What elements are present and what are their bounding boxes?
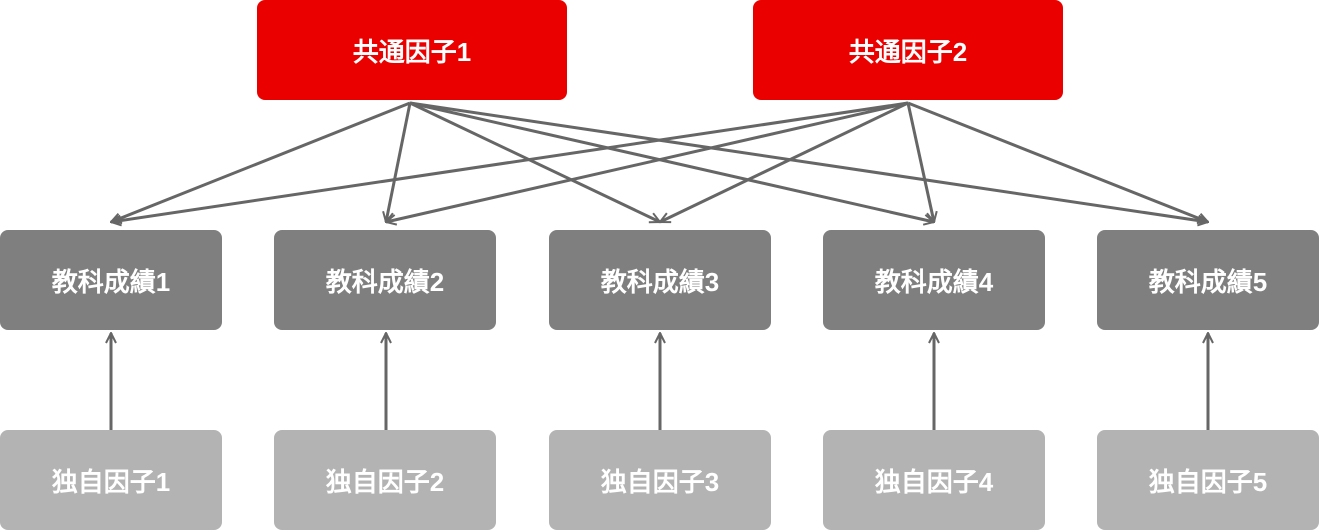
unique-factor-1: 独自因子1 (0, 430, 222, 530)
common-factor-2: 共通因子2 (753, 0, 1063, 100)
subject-score-1: 教科成績1 (0, 230, 222, 330)
common-factor-1: 共通因子1 (257, 0, 567, 100)
subject-score-5: 教科成績5 (1097, 230, 1319, 330)
arrow-common2-to-subject3 (660, 101, 909, 224)
subject-score-label: 教科成績4 (874, 266, 994, 297)
subject-score-2: 教科成績2 (274, 230, 496, 330)
unique-factor-label: 独自因子2 (325, 466, 445, 497)
arrow-common2-to-subject2 (386, 101, 909, 222)
unique-factor-label: 独自因子3 (600, 466, 720, 497)
subject-score-label: 教科成績1 (51, 266, 171, 297)
subject-score-label: 教科成績2 (325, 266, 445, 297)
unique-factor-4: 独自因子4 (823, 430, 1045, 530)
unique-factor-2: 独自因子2 (274, 430, 496, 530)
unique-factor-label: 独自因子1 (51, 466, 171, 497)
arrow-common2-to-subject4 (906, 102, 934, 222)
unique-factor-5: 独自因子5 (1097, 430, 1319, 530)
arrow-common1-to-subject4 (409, 101, 934, 222)
arrow-common1-to-subject3 (409, 101, 660, 224)
subject-score-label: 教科成績3 (600, 266, 720, 297)
subject-score-4: 教科成績4 (823, 230, 1045, 330)
unique-factor-label: 独自因子5 (1148, 466, 1268, 497)
arrow-common1-to-subject5 (409, 101, 1208, 222)
subject-score-label: 教科成績5 (1148, 266, 1268, 297)
arrow-common1-to-subject2 (386, 102, 412, 222)
arrow-common1-to-subject1 (111, 101, 411, 222)
subject-score-3: 教科成績3 (549, 230, 771, 330)
arrow-common2-to-subject1 (111, 101, 909, 222)
common-factor-label: 共通因子1 (352, 36, 472, 67)
common-factor-label: 共通因子2 (848, 36, 968, 67)
unique-factor-3: 独自因子3 (549, 430, 771, 530)
unique-factor-label: 独自因子4 (874, 466, 994, 497)
arrow-common2-to-subject5 (907, 101, 1208, 222)
